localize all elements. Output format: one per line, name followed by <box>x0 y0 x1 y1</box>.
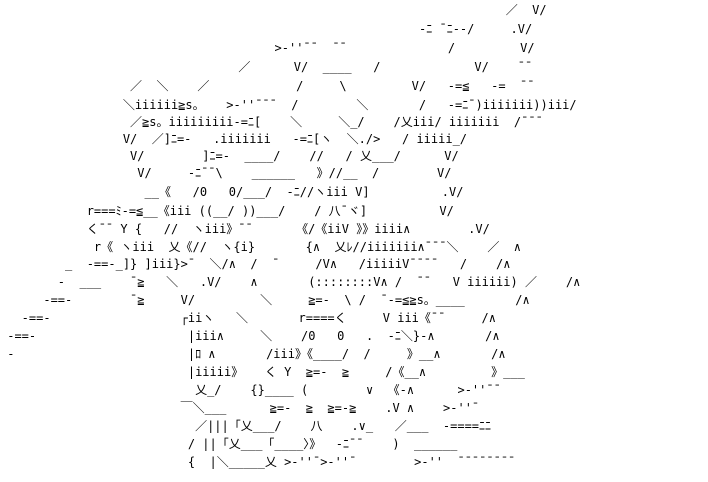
art-line: V/ -ﾆ¯¯\ ______ 》//__ / V/ <box>0 166 452 180</box>
art-line: ￣＼___ ≧=- ≧ ≧=-≧ .V ∧ >‐''¯ <box>0 401 480 415</box>
art-line: __《 /0 0/___/ -ﾆ//ヽiii V] .V/ <box>0 185 464 199</box>
art-line: r===ﾐ-=≦__《iii ((__/ ))___/ / 八¯ヾ] V/ <box>0 204 454 218</box>
art-line: r《 ヽiii 乂《// ヽ{i} {∧ 乂ﾚ//iiiiiii∧¯¯¯＼ ／ … <box>0 240 522 254</box>
art-line: ／ V/ ____ / V/ ¯¯ <box>0 60 533 74</box>
art-line: |iiiii》 く Y ≧=- ≧ /《__∧ 》___ <box>0 365 525 379</box>
art-line: ／ ＼ ／ / \ V/ -=≦ -= ¯¯ <box>0 79 535 93</box>
art-line: V/ ／]ﾆ=- .iiiiiii -=ﾆ[ヽ ＼./> / iiiii_/ <box>0 132 468 146</box>
art-line: ／ V/ <box>0 3 547 17</box>
art-line: く¯¯ Y { // ヽiii》¯¯ 《/《iiV 》》iiii∧ .V/ <box>0 222 490 236</box>
art-line: -ﾆ ¯ﾆ-‐/ .V/ <box>0 22 533 36</box>
art-line: >‐''¯¯ ¯¯ / V/ <box>0 41 535 55</box>
art-line: _ -==-_]} ]iii}>¯ ＼/∧ / ¯ /V∧ /iiiiiV¯¯¯… <box>0 257 511 271</box>
art-line: - |ﾛ ∧ /iii》《____/ / 》__∧ /∧ <box>0 347 506 361</box>
art-line: -==- ¯≧ V/ ＼ ≧=- \ / ¯-=≦≧s。____ /∧ <box>0 293 530 307</box>
art-line: - ___ ¯≧ ＼ .V/ ∧ (::::::::V∧ / ¯¯ V iiii… <box>0 275 581 289</box>
art-line: / ||「乂___「____〉》 -ﾆ¯¯ ) ______ <box>0 437 458 451</box>
art-line: 乂_/ {}____ ( ∨ 《-∧ >‐''¯¯ <box>0 383 501 397</box>
art-line: ＼iiiiii≧s。 >‐''¯¯¯ / ＼ / -=ﾆ¯)iiiiiii))i… <box>0 98 577 112</box>
art-line: { |＼_____乂 >‐''¯>‐''¯ >‐'' ¯¯¯¯¯¯¯¯ <box>0 455 516 469</box>
art-line: ／≧s。iiiiiiiii-=ﾆ[ ＼ ＼_/ /乂iii/ iiiiiii /… <box>0 115 543 129</box>
art-line: -==- |iii∧ ＼ /0 0 . -ﾆ＼}-∧ /∧ <box>0 329 500 343</box>
art-line: ／|||「乂___/ 八 .∨_ ／___ -====ﾆﾆ <box>0 419 492 433</box>
art-line: -==- ┌iiヽ ＼ r====く V iii《¯¯ /∧ <box>0 311 496 325</box>
art-line: V/ ]ﾆ=- ____/ // / 乂___/ V/ <box>0 149 459 163</box>
